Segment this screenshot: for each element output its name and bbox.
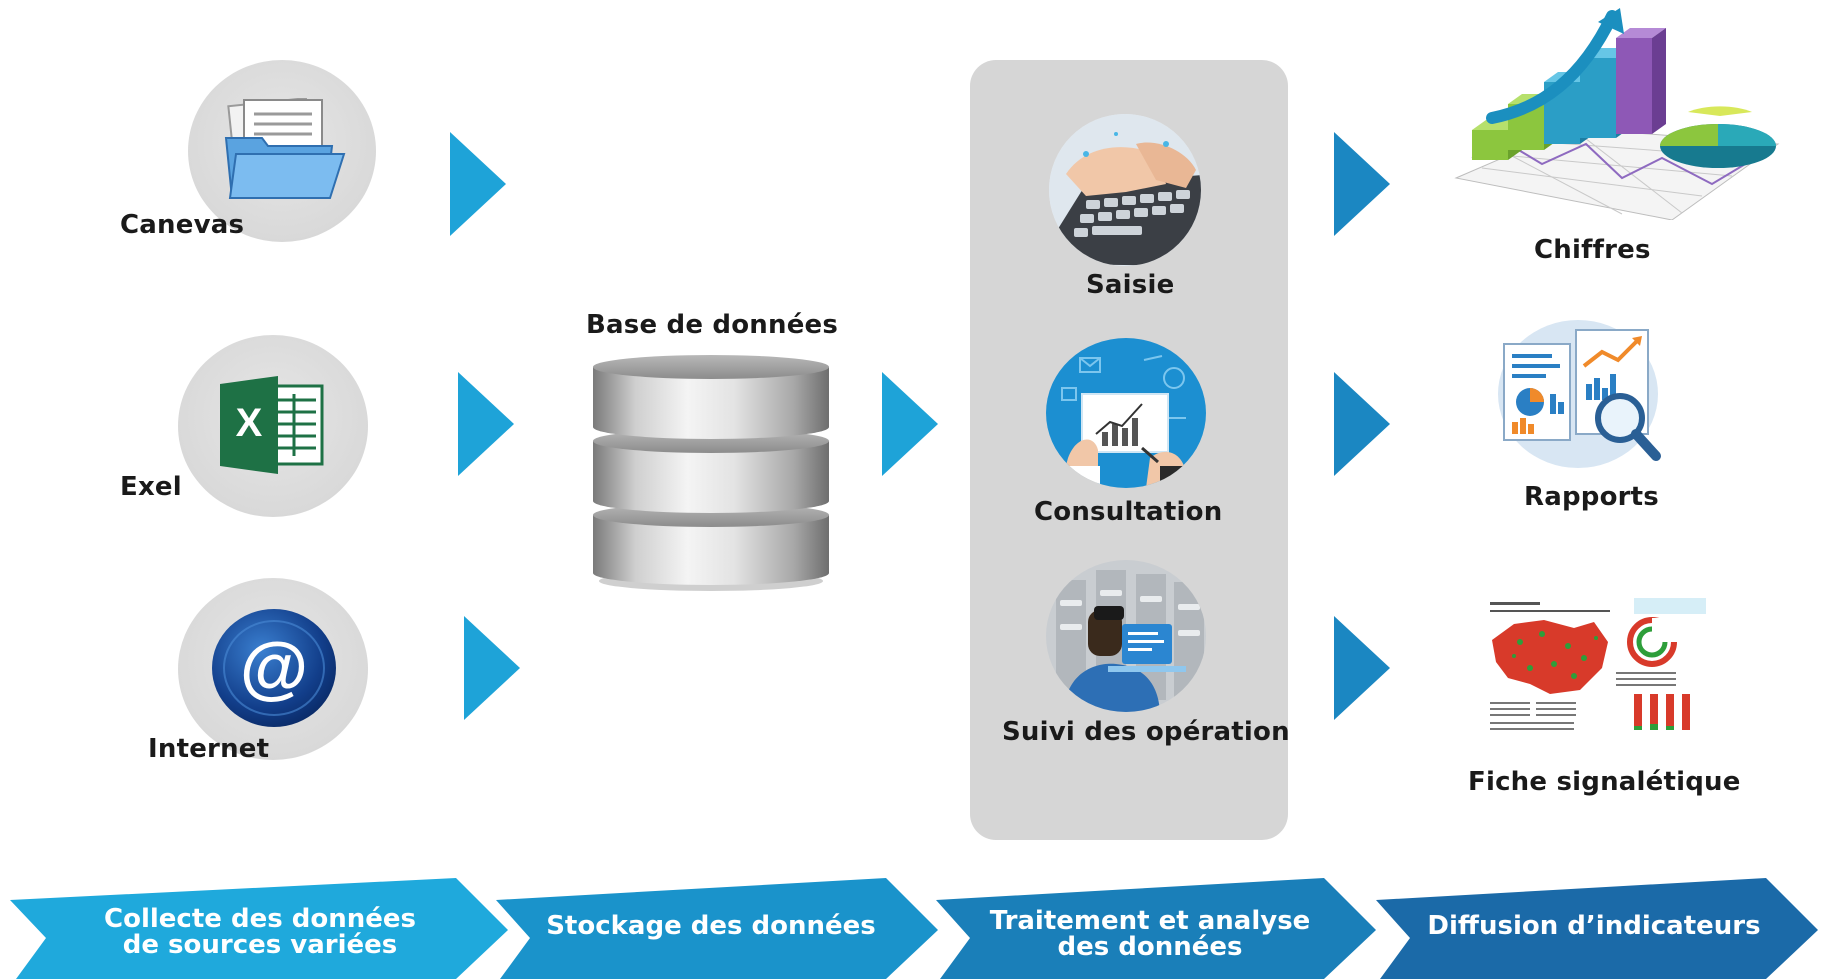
stage-collecte-line1: Collecte des données [104,904,416,934]
processing-label-suivi: Suivi des opération [1002,717,1290,747]
flow-arrow-database [882,372,938,476]
stage-banner-stockage [496,878,938,979]
folder-icon [224,98,346,199]
svg-text:@: @ [240,628,308,706]
flow-arrow-saisie [1334,132,1390,236]
flow-arrow-canevas [450,132,506,236]
output-label-rapports: Rapports [1524,482,1659,512]
flow-arrow-exel [458,372,514,476]
stage-text-collecte: Collecte des données de sources variées [60,906,460,958]
stage-traitement-line2: des données [1057,932,1243,962]
map-datasheet-icon [1484,598,1708,746]
source-label-exel: Exel [120,472,182,502]
stage-traitement-line1: Traitement et analyse [989,906,1311,936]
stage-text-diffusion: Diffusion d’indicateurs [1404,913,1784,939]
svg-text:X: X [236,401,263,445]
keyboard-typing-icon [1049,114,1201,266]
database-label: Base de données [586,310,839,340]
stage-collecte-line2: de sources variées [122,930,398,960]
flow-arrow-suivi [1334,616,1390,720]
stage-text-stockage: Stockage des données [520,913,902,939]
stage-banner-collecte [10,878,508,979]
at-sign-icon: @ [212,609,336,727]
database-icon [593,355,829,591]
stage-text-traitement: Traitement et analyse des données [960,908,1340,960]
3d-charts-icon [1454,8,1780,220]
source-label-canevas: Canevas [120,210,245,240]
source-label-internet: Internet [148,734,270,764]
processing-label-saisie: Saisie [1086,270,1175,300]
stage-diffusion-line1: Diffusion d’indicateurs [1427,911,1761,941]
stage-banner-diffusion [1376,878,1818,979]
flow-arrow-internet [464,616,520,720]
processing-label-consultation: Consultation [1034,497,1223,527]
chart-consultation-icon [1046,338,1206,488]
output-label-fiche: Fiche signalétique [1468,767,1741,797]
stage-stockage-line1: Stockage des données [546,911,876,941]
output-label-chiffres: Chiffres [1534,235,1651,265]
stage-banner-traitement [936,878,1376,979]
flow-arrow-consultation [1334,372,1390,476]
report-magnifier-icon [1498,320,1661,468]
stage-banner-strip [10,878,1818,979]
excel-icon: X [220,376,324,474]
operator-monitoring-icon [1046,560,1206,712]
